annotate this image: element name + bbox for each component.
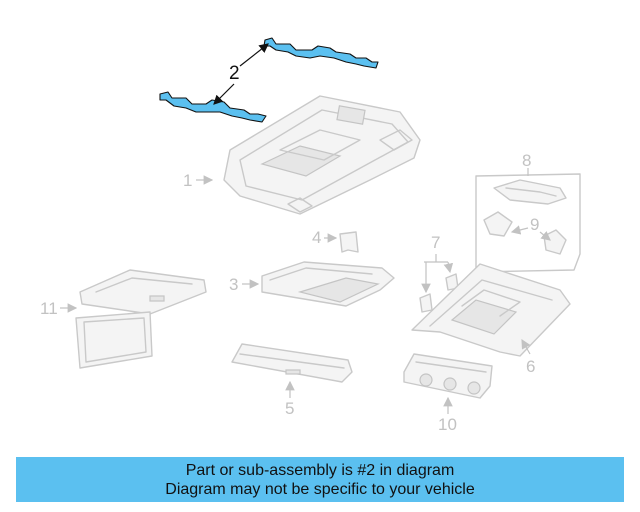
callout-2: 2	[213, 43, 269, 105]
svg-text:3: 3	[229, 275, 238, 294]
part-8-inset[interactable]	[475, 173, 581, 273]
part-5-trim-panel[interactable]	[231, 343, 353, 383]
part-2-bracket-upper[interactable]	[263, 37, 379, 69]
callout-5: 5	[285, 380, 295, 418]
svg-text:4: 4	[312, 228, 321, 247]
callout-7: 7	[421, 233, 454, 294]
caption-line-1: Part or sub-assembly is #2 in diagram	[185, 462, 455, 479]
svg-text:2: 2	[229, 63, 240, 84]
part-10-control-panel[interactable]	[403, 353, 493, 399]
svg-text:8: 8	[522, 151, 531, 170]
parts-diagram: 2 1 4 3 11	[40, 37, 581, 434]
part-6-headliner-panel[interactable]	[411, 263, 571, 357]
caption-banner: Part or sub-assembly is #2 in diagram Di…	[16, 457, 624, 502]
callout-6: 6	[521, 338, 535, 376]
svg-text:5: 5	[285, 399, 294, 418]
part-3-console-module[interactable]	[261, 261, 395, 307]
svg-text:7: 7	[431, 233, 440, 252]
svg-text:9: 9	[530, 215, 539, 234]
callout-8: 8	[522, 151, 531, 176]
part-2-bracket-lower[interactable]	[159, 91, 267, 123]
callout-10: 10	[438, 396, 457, 434]
callout-4: 4	[312, 228, 338, 247]
part-11-video-screen[interactable]	[75, 269, 207, 369]
svg-text:11: 11	[40, 299, 58, 318]
part-1-overhead-console[interactable]	[223, 95, 421, 215]
callout-3: 3	[229, 275, 260, 294]
svg-text:6: 6	[526, 357, 535, 376]
svg-text:10: 10	[438, 415, 457, 434]
callout-9: 9	[510, 215, 551, 241]
callout-11: 11	[40, 299, 78, 318]
caption-line-2: Diagram may not be specific to your vehi…	[165, 481, 475, 498]
callout-1: 1	[183, 171, 214, 190]
svg-text:1: 1	[183, 171, 192, 190]
part-4-clip[interactable]	[339, 231, 359, 253]
